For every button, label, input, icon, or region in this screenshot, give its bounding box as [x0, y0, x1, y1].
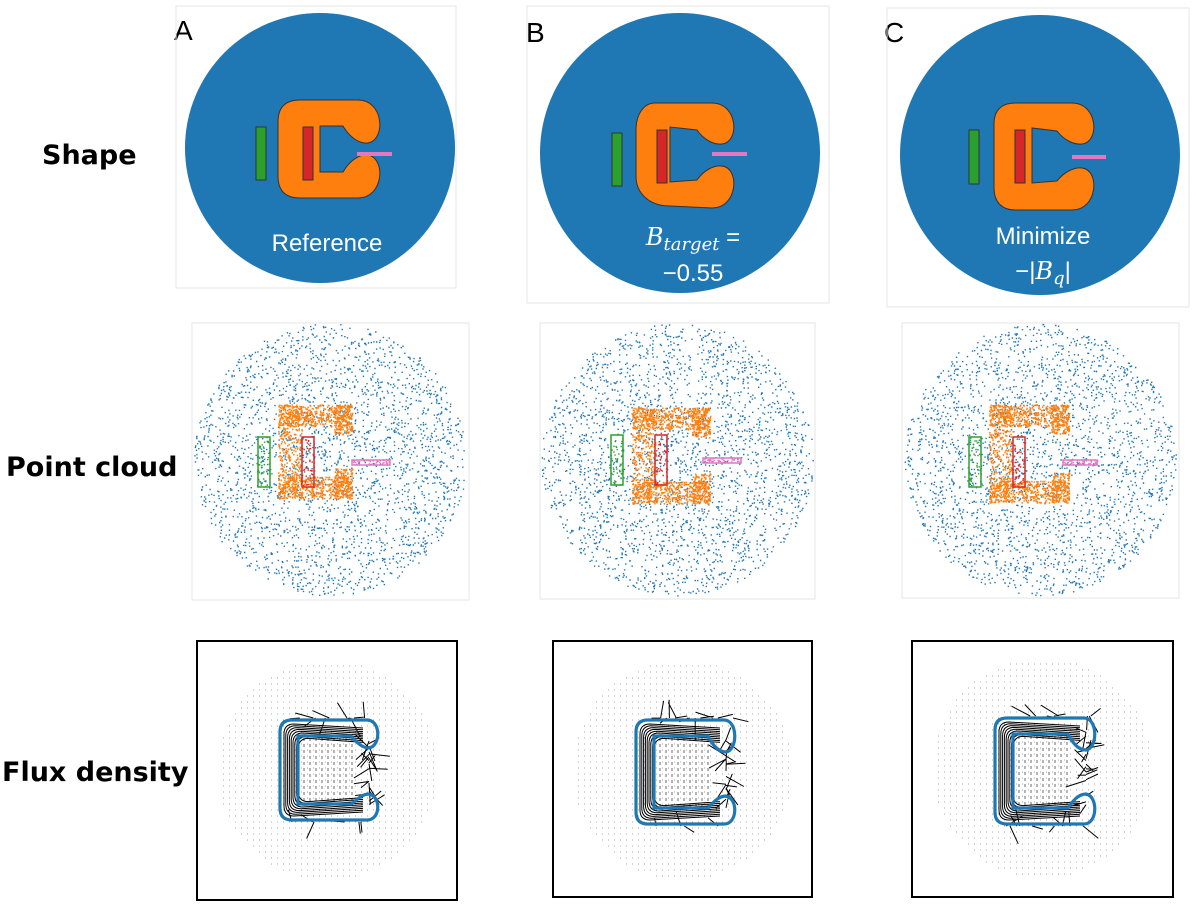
domain-points	[541, 324, 814, 597]
iron-points	[278, 404, 354, 500]
flux-panel-c	[911, 640, 1174, 898]
coil-left-points	[968, 436, 982, 488]
row-label-shape: Shape	[42, 140, 137, 171]
field-grid	[578, 665, 789, 877]
domain-disc	[540, 13, 820, 293]
coil-left	[255, 126, 267, 181]
flux-panel-b	[552, 640, 813, 898]
caption-reference: Reference	[272, 230, 383, 257]
iron-points	[989, 404, 1071, 504]
shape-panel-a: Reference	[175, 5, 457, 289]
coil-left	[611, 132, 623, 187]
iron-points	[632, 407, 712, 505]
coil-right	[1014, 129, 1026, 184]
point-cloud-panel-b	[539, 322, 816, 600]
caption-b-target: Btarget =	[645, 223, 740, 255]
coil-right-points	[301, 436, 315, 488]
point-cloud-panel-c	[901, 322, 1180, 599]
core-outline	[278, 718, 380, 822]
shape-panel-b: Btarget = −0.55	[526, 5, 830, 304]
coil-right-points	[654, 434, 668, 486]
coil-right	[656, 129, 668, 184]
core-outline	[634, 718, 737, 826]
caption-b-value: −0.55	[663, 260, 724, 287]
sensor	[712, 152, 747, 156]
field-grid	[223, 665, 434, 877]
coil-left-points	[610, 434, 624, 486]
point-cloud-panel-a	[191, 322, 470, 601]
domain-points	[904, 323, 1177, 597]
sensor	[357, 152, 392, 156]
core-outline	[993, 716, 1097, 826]
sensor	[1072, 155, 1106, 159]
domain-disc	[900, 15, 1180, 295]
flux-panel-a	[196, 640, 458, 901]
sensor-points	[1062, 459, 1098, 466]
shape-panel-c: Minimize −|Bq|	[886, 7, 1190, 308]
caption-minimize: Minimize	[996, 223, 1091, 250]
coil-right	[302, 126, 314, 181]
row-label-flux-density: Flux density	[2, 757, 189, 788]
caption-minus-bq: −|Bq|	[1015, 257, 1071, 289]
panel-letter-b: B	[526, 17, 545, 48]
row-label-point-cloud: Point cloud	[6, 452, 177, 483]
coil-left-points	[257, 436, 271, 488]
field-grid	[938, 663, 1149, 875]
coil-right-points	[1012, 436, 1026, 488]
domain-points	[194, 324, 465, 596]
coil-left	[968, 129, 980, 185]
panel-letter-c: C	[884, 17, 904, 48]
panel-letter-a: A	[174, 15, 193, 46]
